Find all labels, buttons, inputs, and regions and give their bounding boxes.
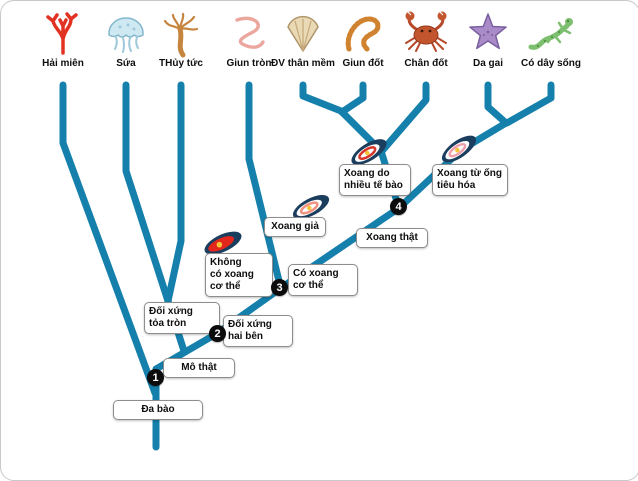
- starfish-icon: [469, 13, 507, 50]
- stage-khong-co-xoang: Không có xoang cơ thể: [205, 253, 273, 297]
- badge-node-4: 4: [390, 198, 407, 215]
- taxon-label-thuy-tuc: THủy tức: [159, 58, 203, 69]
- taxon-label-giun-dot: Giun đốt: [342, 58, 384, 69]
- hydra-icon: [163, 12, 199, 58]
- branch-hydra: [164, 81, 185, 305]
- taxon-label-hai-mien: Hải miên: [42, 58, 84, 69]
- stage-da-bao: Đa bào: [113, 400, 203, 420]
- stage-doi-xung-toa-tron: Đối xứng tỏa tròn: [144, 302, 220, 334]
- crab-icon: [405, 11, 447, 52]
- stage-mo-that: Mô thật: [163, 358, 235, 378]
- branch-annelid: [338, 81, 367, 116]
- taxon-label-than-mem: ĐV thân mềm: [271, 58, 335, 69]
- roundworm-icon: [235, 16, 265, 49]
- stage-xoang-do: Xoang do nhiều tế bào: [339, 164, 411, 196]
- taxon-label-chan-dot: Chân đốt: [404, 58, 448, 69]
- pseudocoelom-cross-section-icon: [292, 194, 330, 220]
- stage-co-xoang: Có xoang cơ thể: [288, 264, 358, 296]
- segmented-worm-icon: [345, 16, 381, 52]
- stage-xoang-tu-ong: Xoang từ ống tiêu hóa: [432, 164, 508, 196]
- taxon-label-co-day-song: Có dây sống: [520, 58, 581, 69]
- stage-xoang-gia: Xoang giả: [264, 217, 326, 237]
- badge-node-2: 2: [209, 325, 226, 342]
- branch-echinoderm: [484, 81, 510, 127]
- branch-chordate: [503, 81, 555, 127]
- branch-mollusk: [299, 81, 345, 115]
- enterocoelom-cross-section-icon: [441, 135, 477, 163]
- acoelomate-cross-section-icon: [204, 231, 242, 255]
- branch-arthropod: [378, 81, 430, 155]
- jellyfish-icon: [108, 17, 144, 53]
- branch-sponge: [59, 81, 159, 397]
- lizard-icon: [528, 18, 573, 50]
- branch-roundworm: [245, 81, 285, 293]
- taxon-label-da-gai: Da gai: [472, 58, 503, 69]
- coral-icon: [46, 12, 78, 55]
- mollusk-shell-icon: [287, 15, 319, 52]
- stage-doi-xung-hai-ben: Đối xứng hai bên: [223, 315, 293, 347]
- taxon-label-sua: Sứa: [116, 58, 136, 69]
- schizocoelom-cross-section-icon: [351, 139, 387, 165]
- stage-xoang-that: Xoang thật: [356, 228, 428, 248]
- badge-node-3: 3: [271, 279, 288, 296]
- badge-node-1: 1: [147, 369, 164, 386]
- taxon-label-giun-tron: Giun tròn: [226, 58, 272, 69]
